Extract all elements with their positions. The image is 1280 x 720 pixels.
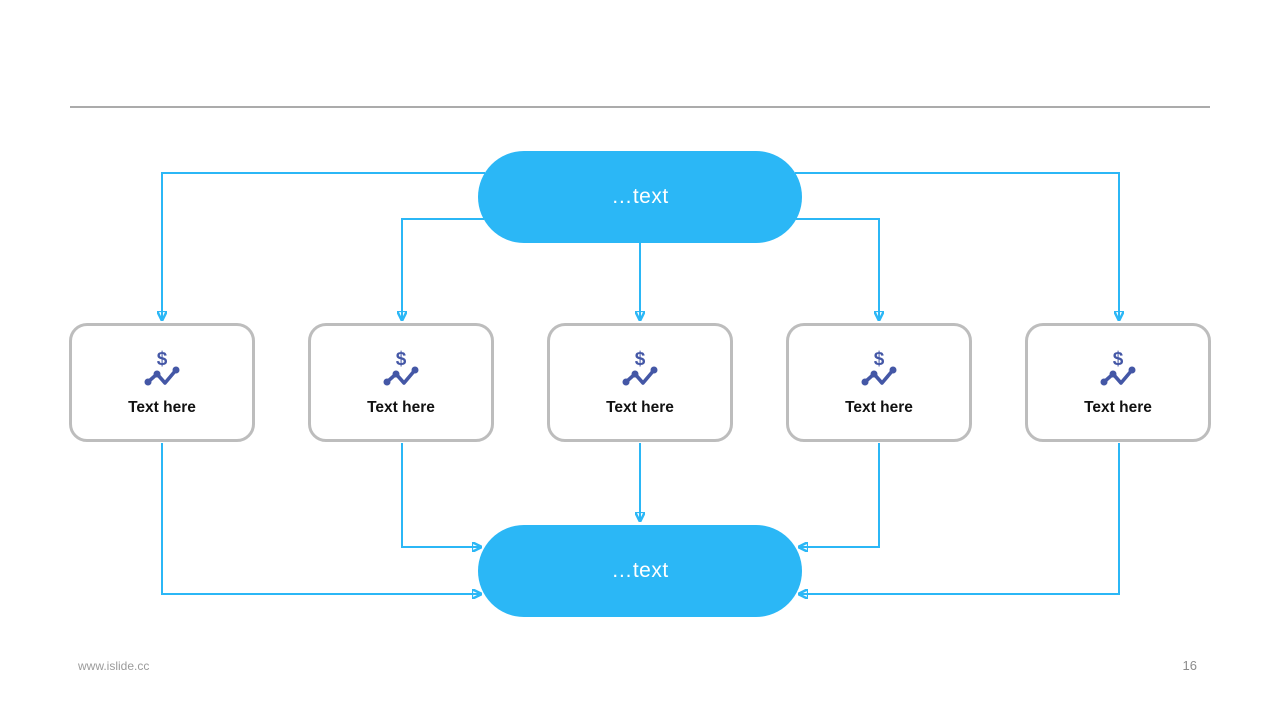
connector-box1-to-bottom xyxy=(161,443,480,594)
dollar-trend-icon: $ xyxy=(621,349,659,389)
connector-top-to-box4 xyxy=(796,218,879,319)
process-box-4: $ Text here xyxy=(786,323,972,442)
connector-top-to-box5 xyxy=(795,172,1119,319)
top-node: …text xyxy=(478,151,802,243)
connector-top-to-box2 xyxy=(402,218,484,319)
connector-box2-to-bottom xyxy=(401,443,480,547)
connector-box5-to-bottom xyxy=(800,443,1120,594)
connector-box4-to-bottom xyxy=(800,443,880,547)
bottom-node: …text xyxy=(478,525,802,617)
svg-text:$: $ xyxy=(874,349,885,370)
process-box-label: Text here xyxy=(367,398,435,416)
process-box-label: Text here xyxy=(1084,398,1152,416)
dollar-trend-icon: $ xyxy=(143,349,181,389)
connector-top-to-box1 xyxy=(162,172,485,319)
page-number: 16 xyxy=(1182,658,1197,673)
process-box-2: $ Text here xyxy=(308,323,494,442)
svg-text:$: $ xyxy=(1113,349,1124,370)
svg-text:$: $ xyxy=(396,349,407,370)
process-box-3: $ Text here xyxy=(547,323,733,442)
top-node-label: …text xyxy=(611,185,669,208)
process-box-5: $ Text here xyxy=(1025,323,1211,442)
header-divider xyxy=(70,106,1210,108)
svg-text:$: $ xyxy=(635,349,646,370)
bottom-node-label: …text xyxy=(611,559,669,582)
dollar-trend-icon: $ xyxy=(860,349,898,389)
footer-url: www.islide.cc xyxy=(78,659,150,673)
dollar-trend-icon: $ xyxy=(382,349,420,389)
svg-text:$: $ xyxy=(157,349,168,370)
dollar-trend-icon: $ xyxy=(1099,349,1137,389)
process-box-1: $ Text here xyxy=(69,323,255,442)
process-box-label: Text here xyxy=(606,398,674,416)
process-box-label: Text here xyxy=(845,398,913,416)
process-box-label: Text here xyxy=(128,398,196,416)
